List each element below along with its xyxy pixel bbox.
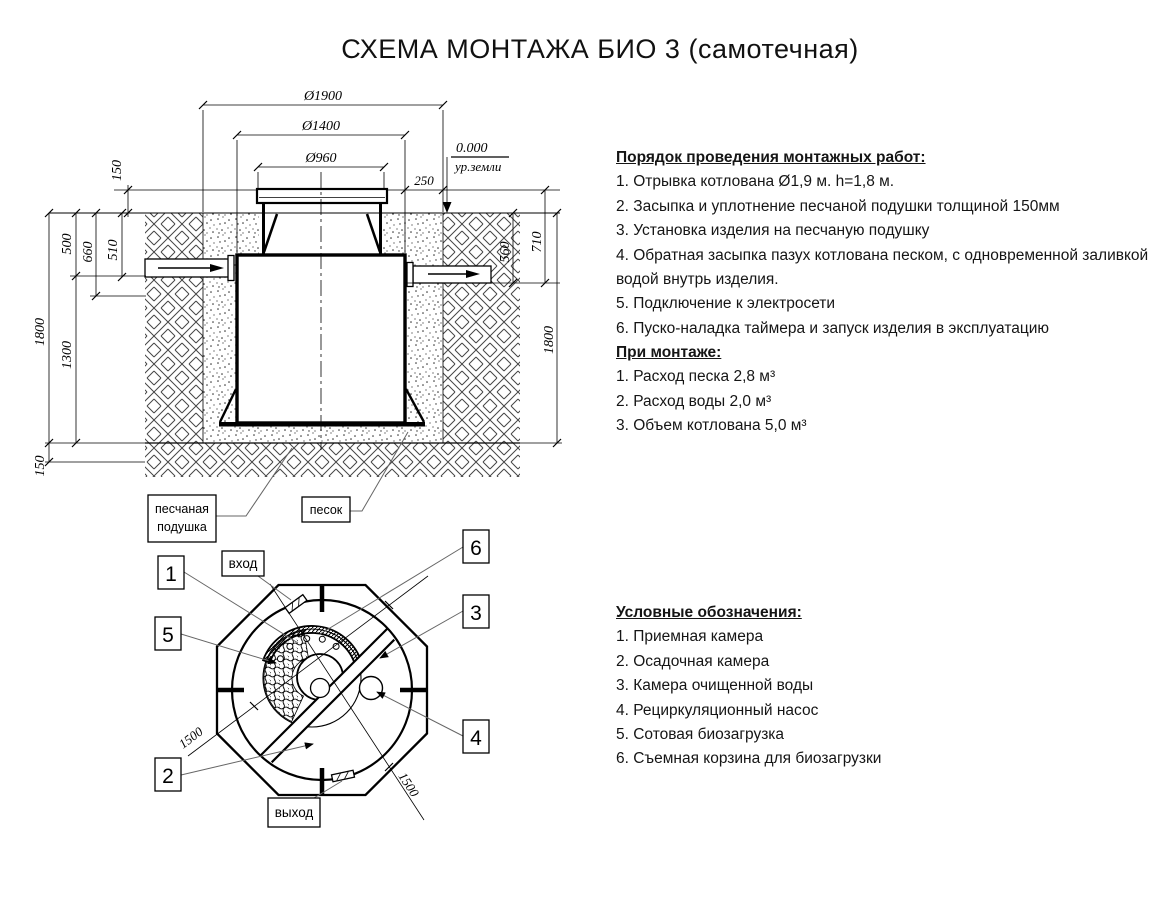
dim-label-660: 660 bbox=[81, 242, 96, 263]
base-brace-left bbox=[218, 388, 238, 423]
dimension-dia-1400: Ø1400 bbox=[232, 119, 410, 140]
tank-lid bbox=[255, 187, 389, 205]
plan-view-drawing: 1500 1500 bbox=[154, 529, 490, 828]
procedure-item: 1. Отрывка котлована Ø1,9 м. h=1,8 м. bbox=[616, 173, 895, 191]
neck-gusset-left bbox=[262, 213, 279, 253]
elevation-arrow bbox=[442, 202, 452, 213]
procedure-item: 4. Обратная засыпка пазух котлована песк… bbox=[616, 246, 1149, 289]
dim-label-500: 500 bbox=[60, 234, 75, 255]
dim-label-250: 250 bbox=[414, 173, 434, 188]
dimension-250: 250 bbox=[400, 173, 448, 195]
inlet-pipe-symbol bbox=[284, 593, 308, 615]
inlet-flow-arrow bbox=[210, 264, 224, 272]
sand-cushion-label-line2: подушка bbox=[157, 520, 207, 534]
callout-2-number: 2 bbox=[162, 765, 174, 788]
callout-6-number: 6 bbox=[470, 537, 482, 560]
legend-item: 1. Приемная камера bbox=[616, 628, 764, 646]
right-dimensions: 560 710 1800 bbox=[498, 185, 562, 448]
procedure-item: 5. Подключение к электросети bbox=[616, 295, 836, 313]
elevation-marker: 0.000 ур.земли bbox=[442, 141, 509, 213]
installation-item: 2. Расход воды 2,0 м³ bbox=[616, 392, 772, 410]
sand-cushion-label: песчаная подушка bbox=[147, 447, 293, 543]
inlet-label-box: вход bbox=[221, 550, 265, 577]
recirculation-pump-circle bbox=[358, 675, 384, 701]
installation-heading: При монтаже: bbox=[616, 344, 722, 361]
dim-label-510: 510 bbox=[106, 240, 121, 261]
elevation-value: 0.000 bbox=[456, 141, 488, 156]
rib-marks bbox=[218, 586, 426, 794]
legend-item: 5. Сотовая биозагрузка bbox=[616, 726, 785, 744]
legend-item: 4. Рециркуляционный насос bbox=[616, 701, 819, 719]
callout-1: 1 bbox=[157, 555, 185, 590]
procedure-heading: Порядок проведения монтажных работ: bbox=[616, 149, 926, 166]
sand-cushion-label-line1: песчаная bbox=[155, 502, 209, 516]
callout-4: 4 bbox=[462, 719, 490, 754]
dimension-dia-960: Ø960 bbox=[253, 151, 389, 172]
procedure-item: 3. Установка изделия на песчаную подушку bbox=[616, 222, 930, 240]
soil-hatch-areas bbox=[145, 213, 520, 477]
inlet-label-text: вход bbox=[229, 556, 258, 571]
inlet-pipe bbox=[144, 254, 235, 282]
callout-1-number: 1 bbox=[165, 563, 177, 586]
dim-label-1800-right: 1800 bbox=[542, 326, 557, 354]
procedure-item: 6. Пуско-наладка таймера и запуск издели… bbox=[616, 319, 1050, 337]
callout-4-number: 4 bbox=[470, 727, 482, 750]
dim-label-dia960: Ø960 bbox=[304, 151, 336, 166]
installation-item: 1. Расход песка 2,8 м³ bbox=[616, 368, 776, 386]
tank-base-plate bbox=[219, 422, 425, 427]
dim-label-1500-a: 1500 bbox=[176, 723, 206, 751]
dim-label-1800-left: 1800 bbox=[33, 318, 48, 346]
callout-3: 3 bbox=[462, 594, 490, 629]
legend-heading: Условные обозначения: bbox=[616, 604, 802, 621]
outlet-pipe bbox=[406, 261, 492, 288]
legend-section: Условные обозначения: 1. Приемная камера… bbox=[616, 601, 1149, 772]
callout-5: 5 bbox=[154, 616, 182, 651]
left-dimensions: 1800 500 1300 660 510 150 150 bbox=[33, 160, 133, 477]
outlet-pipe-symbol bbox=[330, 769, 356, 783]
callout-leaders bbox=[180, 546, 464, 799]
legend-item: 6. Съемная корзина для биозагрузки bbox=[616, 750, 882, 768]
outlet-label-box: выход bbox=[267, 797, 321, 828]
base-brace-right bbox=[404, 388, 426, 423]
elevation-label: ур.земли bbox=[453, 159, 502, 174]
outlet-flow-arrow bbox=[466, 270, 480, 278]
outlet-label-text: выход bbox=[275, 805, 314, 820]
neck-gusset-right bbox=[365, 213, 382, 253]
installation-section: При монтаже: 1. Расход песка 2,8 м³ 2. Р… bbox=[616, 341, 1149, 439]
dim-label-dia1400: Ø1400 bbox=[301, 119, 340, 134]
center-port-circle bbox=[309, 677, 331, 699]
dim-label-560: 560 bbox=[498, 242, 513, 263]
cross-section-drawing: Ø1900 Ø1400 Ø960 250 0.000 ур.земли bbox=[33, 89, 562, 543]
extension-lines bbox=[45, 110, 562, 463]
sand-label-text: песок bbox=[310, 503, 343, 517]
callout-2: 2 bbox=[154, 757, 182, 792]
installation-item: 3. Объем котлована 5,0 м³ bbox=[616, 417, 807, 435]
sand-label: песок bbox=[301, 431, 409, 523]
callout-3-number: 3 bbox=[470, 602, 482, 625]
procedure-section: Порядок проведения монтажных работ: 1. О… bbox=[616, 146, 1149, 341]
legend-item: 2. Осадочная камера bbox=[616, 652, 770, 670]
callout-6: 6 bbox=[462, 529, 490, 564]
dimension-dia-1900: Ø1900 bbox=[198, 89, 448, 110]
dim-label-150-bottom: 150 bbox=[33, 456, 48, 477]
perforation-holes bbox=[276, 635, 340, 663]
procedure-item: 2. Засыпка и уплотнение песчаной подушки… bbox=[616, 197, 1060, 215]
callout-5-number: 5 bbox=[162, 624, 174, 647]
dim-label-1500-b: 1500 bbox=[395, 769, 422, 799]
page-title: СХЕМА МОНТАЖА БИО 3 (самотечная) bbox=[341, 34, 859, 64]
dim-label-dia1900: Ø1900 bbox=[303, 89, 342, 104]
pit-outline bbox=[145, 213, 520, 444]
legend-item: 3. Камера очищенной воды bbox=[616, 677, 814, 695]
dim-label-1300: 1300 bbox=[60, 341, 75, 369]
dim-label-710: 710 bbox=[530, 232, 545, 253]
dim-label-150-top: 150 bbox=[110, 160, 125, 181]
